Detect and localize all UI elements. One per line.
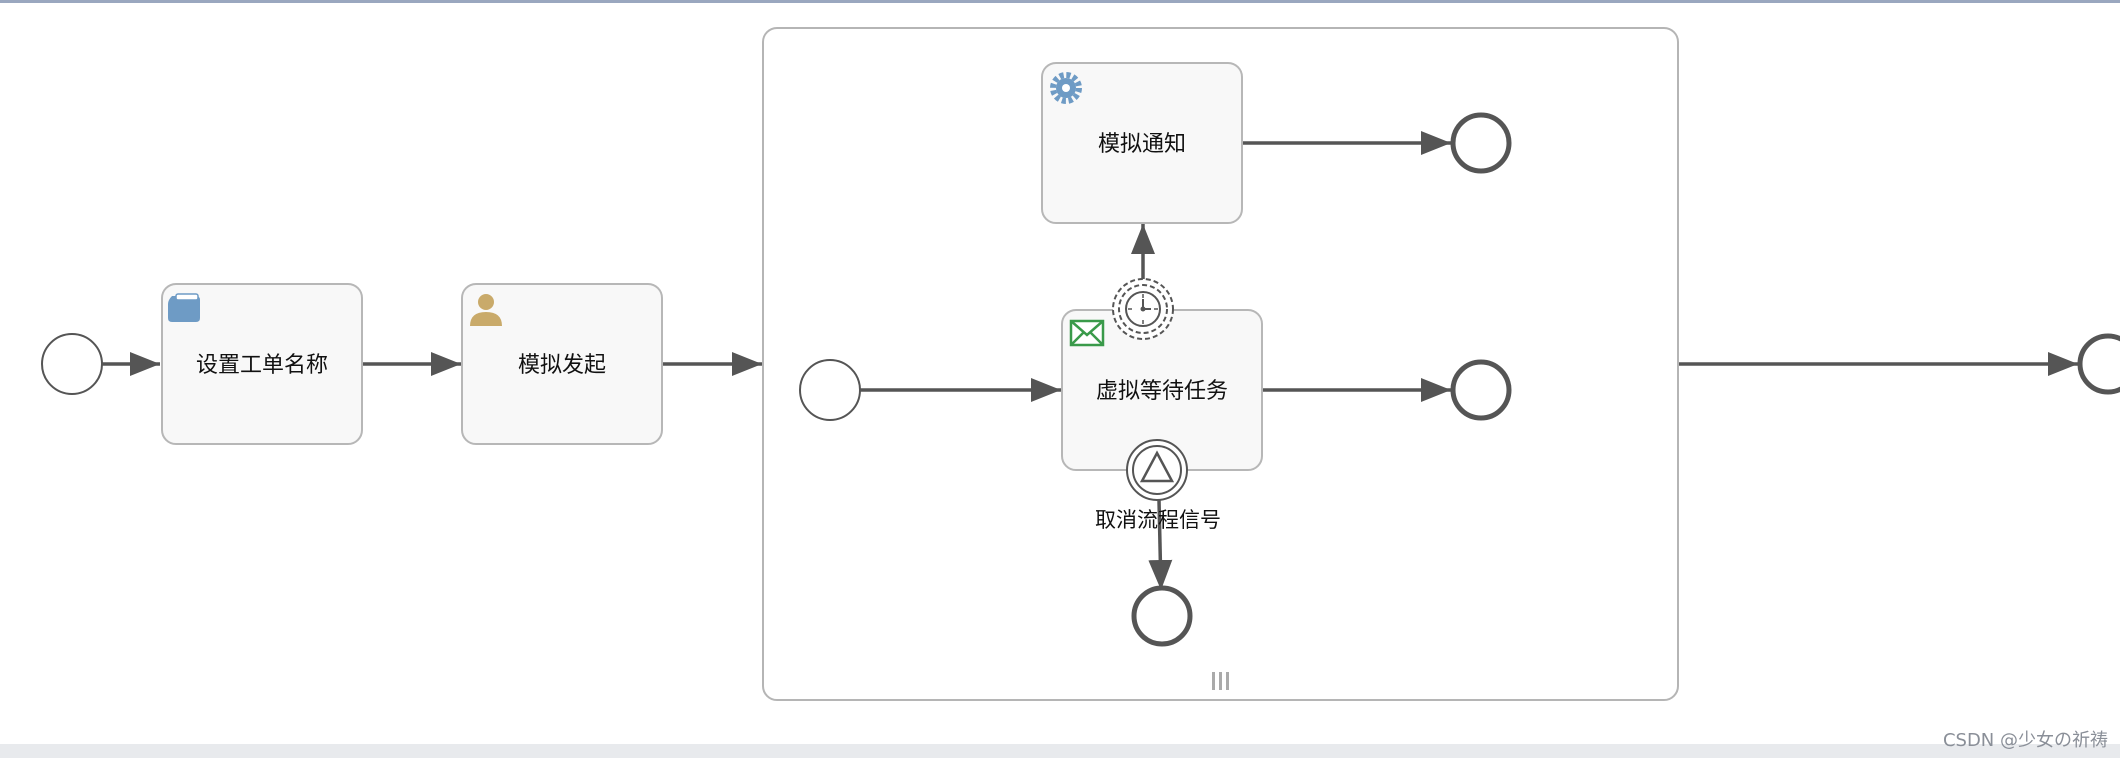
task-virtual-wait-label: 虚拟等待任务 <box>1096 379 1228 404</box>
parallel-multi-instance-icon <box>1212 672 1229 690</box>
subprocess-start-event[interactable] <box>799 359 861 421</box>
gear-icon <box>1050 72 1082 104</box>
end-event-signal[interactable] <box>1131 585 1193 647</box>
flow-signal-to-end[interactable] <box>1148 499 1173 591</box>
envelope-icon <box>1069 319 1105 347</box>
task-set-name-label: 设置工单名称 <box>196 353 328 378</box>
end-event-wait[interactable] <box>1450 359 1512 421</box>
watermark: CSDN @少女の祈祷 <box>1942 730 2108 751</box>
user-icon <box>470 294 502 326</box>
signal-boundary-event[interactable] <box>1126 439 1188 501</box>
task-set-name[interactable]: 设置工单名称 <box>161 283 363 445</box>
start-event[interactable] <box>41 333 103 395</box>
task-simulate-notify-label: 模拟通知 <box>1098 132 1186 157</box>
task-simulate-start-label: 模拟发起 <box>518 353 606 378</box>
triangle-icon <box>1139 450 1175 483</box>
signal-event-label: 取消流程信号 <box>1095 508 1221 532</box>
task-simulate-notify[interactable]: 模拟通知 <box>1041 62 1243 224</box>
top-border <box>0 0 2120 3</box>
script-icon <box>168 293 200 322</box>
timer-boundary-event[interactable] <box>1112 278 1174 340</box>
end-event-notify[interactable] <box>1450 112 1512 174</box>
bottom-scrollbar-track <box>0 744 2120 758</box>
task-simulate-start[interactable]: 模拟发起 <box>461 283 663 445</box>
task-virtual-wait[interactable]: 虚拟等待任务 <box>1061 309 1263 471</box>
end-event-main[interactable] <box>2077 333 2120 395</box>
clock-icon <box>1125 291 1161 327</box>
